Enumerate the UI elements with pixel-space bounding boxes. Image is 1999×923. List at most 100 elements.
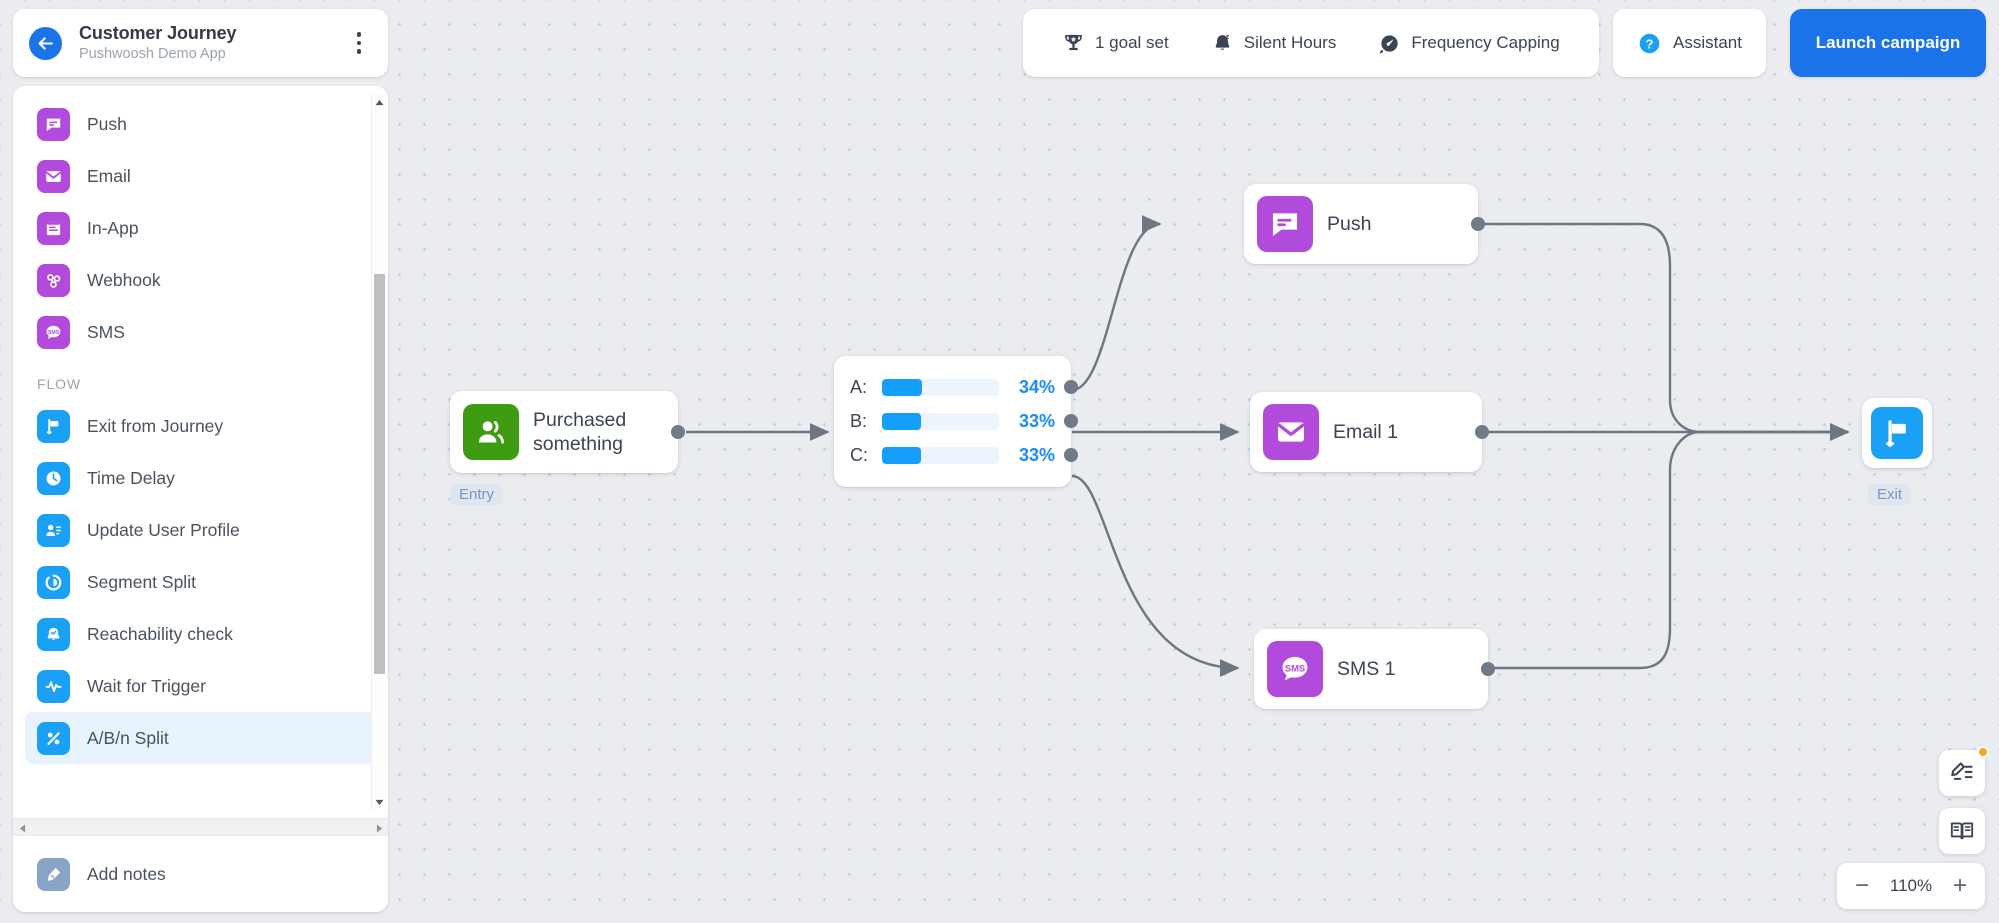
split-branch-bar [882, 412, 999, 430]
add-notes-label: Add notes [87, 863, 166, 884]
flag-icon [37, 409, 70, 443]
abn-split-node[interactable]: A: 34% B: 33% C: 33% [834, 356, 1078, 487]
sidebar-item-label: Segment Split [87, 571, 196, 592]
entry-node[interactable]: Purchased something [450, 391, 685, 473]
email-node[interactable]: Email 1 [1250, 392, 1489, 472]
goal-setting-label: 1 goal set [1095, 33, 1169, 52]
back-button[interactable] [29, 26, 62, 60]
svg-text:SMS: SMS [1285, 663, 1305, 673]
sidebar-item-update-user-profile[interactable]: Update User Profile [25, 504, 376, 556]
sidebar-item-label: Webhook [87, 269, 161, 290]
journey-settings-toolbar: 1 goal set z Silent Hours Frequency Capp… [1023, 9, 1599, 77]
assistant-button[interactable]: ? Assistant [1613, 9, 1766, 77]
push-output-port[interactable] [1471, 217, 1485, 231]
sidebar-item-label: Email [87, 165, 131, 186]
pulse-icon [37, 669, 70, 703]
exit-badge: Exit [1868, 484, 1912, 505]
bell-sleep-icon: z [1215, 32, 1229, 50]
sidebar-item-reachability-check[interactable]: Reachability check [25, 608, 376, 660]
trophy-icon [1065, 34, 1082, 50]
scroll-down-arrow[interactable] [372, 794, 387, 810]
email-node-label: Email 1 [1333, 421, 1399, 443]
split-branch-row[interactable]: B: 33% [834, 404, 1078, 438]
notes-badge-dot [1977, 746, 1989, 758]
silent-hours-label: Silent Hours [1243, 33, 1337, 52]
push-node-label: Push [1327, 213, 1372, 235]
split-branch-row[interactable]: A: 34% [834, 370, 1078, 404]
email-output-port[interactable] [1475, 425, 1489, 439]
push-chat-icon [37, 107, 70, 141]
app-name: Pushwoosh Demo App [79, 46, 226, 62]
entry-output-port[interactable] [671, 425, 685, 439]
sidebar-item-abn-split[interactable]: A/B/n Split [25, 712, 376, 764]
more-vertical-icon[interactable] [346, 26, 372, 60]
split-branch-bar [882, 378, 999, 396]
notes-fab-button[interactable] [1939, 746, 1989, 796]
launch-campaign-button[interactable]: Launch campaign [1790, 9, 1986, 77]
sidebar-item-email[interactable]: Email [25, 150, 376, 202]
sidebar-item-wait-for-trigger[interactable]: Wait for Trigger [25, 660, 376, 712]
exit-node[interactable] [1862, 398, 1932, 468]
sms-bubble-icon: SMS [1267, 641, 1323, 697]
sidebar-scroll-thumb[interactable] [374, 274, 385, 674]
silent-hours-button[interactable]: z Silent Hours [1190, 9, 1358, 77]
sidebar-item-time-delay[interactable]: Time Delay [25, 452, 376, 504]
split-output-port-a[interactable] [1064, 380, 1078, 394]
scroll-right-arrow[interactable] [371, 819, 387, 837]
push-node[interactable]: Push [1244, 184, 1485, 264]
journey-header-card: Customer Journey Pushwoosh Demo App [13, 9, 388, 77]
sidebar-item-push[interactable]: Push [25, 98, 376, 150]
sidebar-horizontal-scrollbar[interactable] [13, 818, 388, 836]
envelope-icon [1263, 404, 1319, 460]
sidebar-item-label: SMS [87, 321, 125, 342]
zoom-out-button[interactable]: − [1855, 872, 1870, 899]
envelope-icon [37, 159, 70, 193]
push-chat-icon [1257, 196, 1313, 252]
goal-setting-button[interactable]: 1 goal set [1041, 9, 1190, 77]
split-branch-key: A: [850, 376, 868, 397]
sidebar-item-webhook[interactable]: Webhook [25, 254, 376, 306]
journey-titles: Customer Journey Pushwoosh Demo App [79, 22, 346, 64]
sidebar-item-exit-from-journey[interactable]: Exit from Journey [25, 400, 376, 452]
sidebar-item-in-app[interactable]: In-App [25, 202, 376, 254]
sms-node-label: SMS 1 [1337, 658, 1396, 680]
frequency-capping-button[interactable]: Frequency Capping [1357, 9, 1580, 77]
sidebar-item-label: A/B/n Split [87, 727, 169, 748]
users-icon [463, 404, 519, 460]
note-pen-icon [37, 857, 70, 891]
segment-split-icon [37, 565, 70, 599]
scroll-left-arrow[interactable] [14, 819, 30, 837]
sidebar-scroll-area[interactable]: Push Email In-App Webhook [13, 86, 388, 818]
zoom-in-button[interactable]: + [1952, 872, 1967, 899]
book-open-icon [1950, 822, 1974, 840]
entry-node-label: Purchased something [533, 409, 627, 455]
split-branch-row[interactable]: C: 33% [834, 438, 1078, 472]
sidebar-item-segment-split[interactable]: Segment Split [25, 556, 376, 608]
zoom-control: − 110% + [1837, 863, 1985, 909]
split-branch-percent: 33% [1018, 410, 1055, 431]
pen-list-icon [1951, 762, 1973, 780]
docs-fab-button[interactable] [1939, 808, 1985, 854]
sidebar-vertical-scrollbar[interactable] [371, 94, 386, 810]
split-output-port-b[interactable] [1064, 414, 1078, 428]
svg-text:z: z [1225, 32, 1229, 40]
bell-check-icon [37, 617, 70, 651]
user-card-icon [37, 513, 70, 547]
clock-icon [37, 461, 70, 495]
split-branch-percent: 33% [1018, 444, 1055, 465]
svg-text:?: ? [1646, 36, 1654, 51]
split-output-port-c[interactable] [1064, 448, 1078, 462]
speed-gauge-icon [1380, 34, 1398, 53]
flag-icon [1871, 407, 1923, 459]
scroll-up-arrow[interactable] [372, 94, 387, 110]
sidebar-item-sms[interactable]: SMS SMS [25, 306, 376, 358]
sms-output-port[interactable] [1481, 662, 1495, 676]
add-notes-button[interactable]: Add notes [13, 836, 388, 912]
page-title: Customer Journey [79, 23, 237, 43]
sms-node[interactable]: SMS SMS 1 [1254, 629, 1495, 709]
entry-badge: Entry [450, 484, 504, 505]
split-branch-key: B: [850, 410, 868, 431]
svg-text:SMS: SMS [48, 329, 60, 335]
sidebar-section-flow: FLOW [37, 376, 82, 392]
